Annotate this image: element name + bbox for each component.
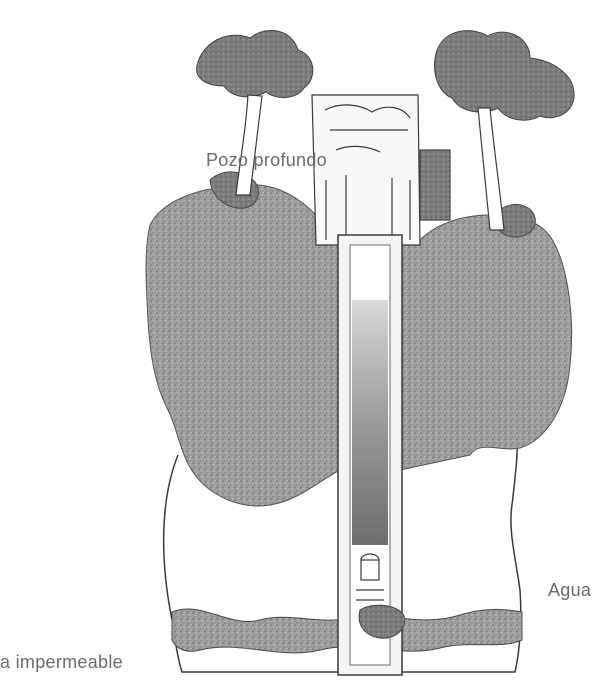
tree-right-canopy	[434, 31, 574, 121]
tree-right-trunk	[478, 108, 504, 230]
label-impermeable-layer: a impermeable	[0, 652, 123, 673]
water-column	[352, 300, 388, 545]
tree-left-trunk	[236, 95, 262, 195]
label-deep-well: Pozo profundo	[206, 150, 327, 171]
label-water: Agua	[548, 580, 591, 601]
tree-left-canopy	[197, 30, 313, 97]
pump-house	[312, 95, 450, 245]
